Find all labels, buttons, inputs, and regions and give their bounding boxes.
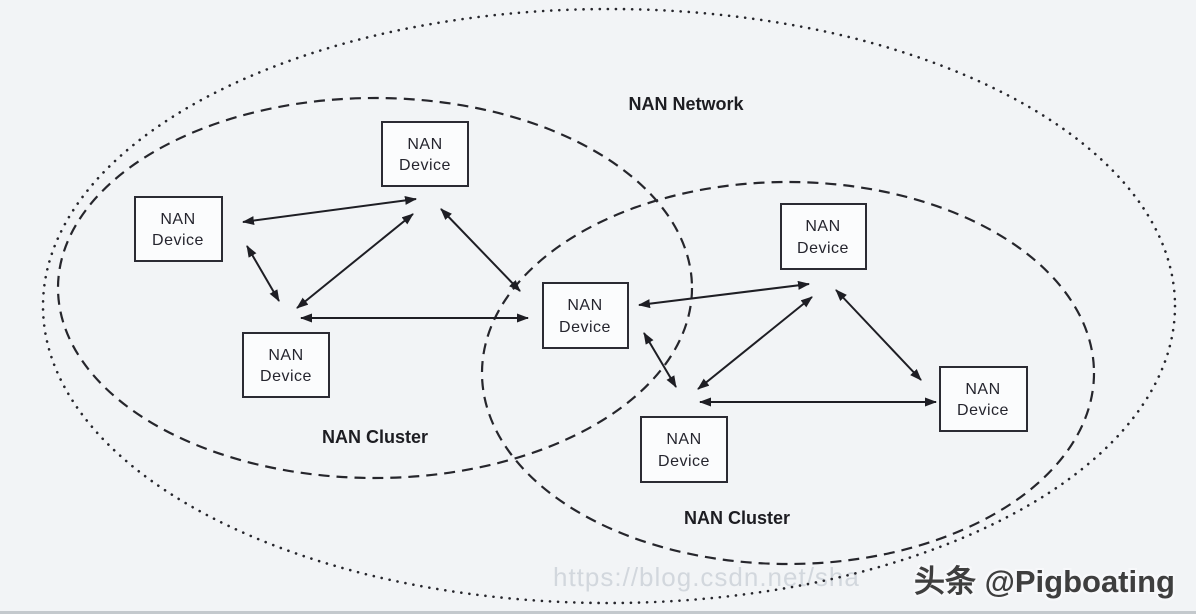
device-box-rect: [242, 332, 330, 398]
link-topdev-centerdev: [440, 208, 521, 292]
right-cluster-label: NAN Cluster: [684, 508, 790, 528]
link-righttopdev-rightdev: [835, 289, 922, 381]
device-box-rect: [939, 366, 1028, 432]
bottom-edge-strip: [0, 611, 1196, 614]
link-leftdev-topdev: [242, 195, 417, 226]
csdn-watermark-text: https://blog.csdn.net/sha: [553, 562, 860, 592]
link-centerdev-righttopdev: [638, 280, 810, 309]
right-cluster-boundary-ellipse: [480, 180, 1096, 566]
nan-network-label: NAN Network: [628, 94, 744, 114]
left-cluster-label: NAN Cluster: [322, 427, 428, 447]
link-rightbottomdev-righttopdev: [697, 296, 813, 390]
device-box-rect: [134, 196, 223, 262]
device-box-rect: [381, 121, 469, 187]
device-box-rect: [640, 416, 728, 483]
link-centerdev-rightbottomdev: [643, 332, 677, 388]
nan-network-boundary-ellipse: [41, 7, 1177, 605]
link-leftdev-bottomdev: [246, 245, 280, 302]
device-box-rect: [780, 203, 867, 270]
link-bottomdev-topdev: [296, 213, 414, 309]
device-box-rect: [542, 282, 629, 349]
pigboating-byline-text: 头条 @Pigboating: [914, 564, 1175, 599]
device-links: [242, 195, 937, 407]
